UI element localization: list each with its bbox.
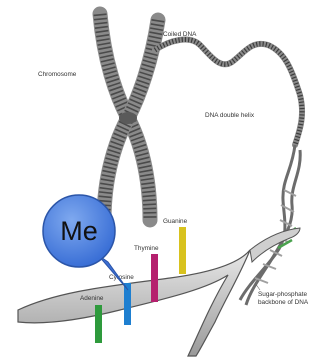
thymine-base <box>151 254 158 302</box>
me-callout: Me <box>43 195 128 290</box>
label-backbone-line2: backbone of DNA <box>258 299 309 306</box>
label-adenine: Adenine <box>80 295 104 302</box>
label-thymine: Thymine <box>134 245 159 252</box>
callout-text: Me <box>60 216 98 246</box>
guanine-base <box>179 227 186 274</box>
label-double-helix: DNA double helix <box>205 112 255 119</box>
centromere <box>119 112 137 124</box>
dna-double-helix <box>240 145 300 305</box>
chromosome <box>100 14 158 220</box>
label-guanine: Guanine <box>163 218 188 225</box>
label-cytosine: Cytosine <box>109 274 134 281</box>
coiled-dna <box>155 40 302 145</box>
label-chromosome: Chromosome <box>38 71 77 78</box>
callout-pointer <box>98 255 128 290</box>
label-backbone-line1: Sugar-phosphate <box>258 291 307 298</box>
label-coiled-dna: Coiled DNA <box>163 31 197 38</box>
adenine-base <box>95 305 102 343</box>
